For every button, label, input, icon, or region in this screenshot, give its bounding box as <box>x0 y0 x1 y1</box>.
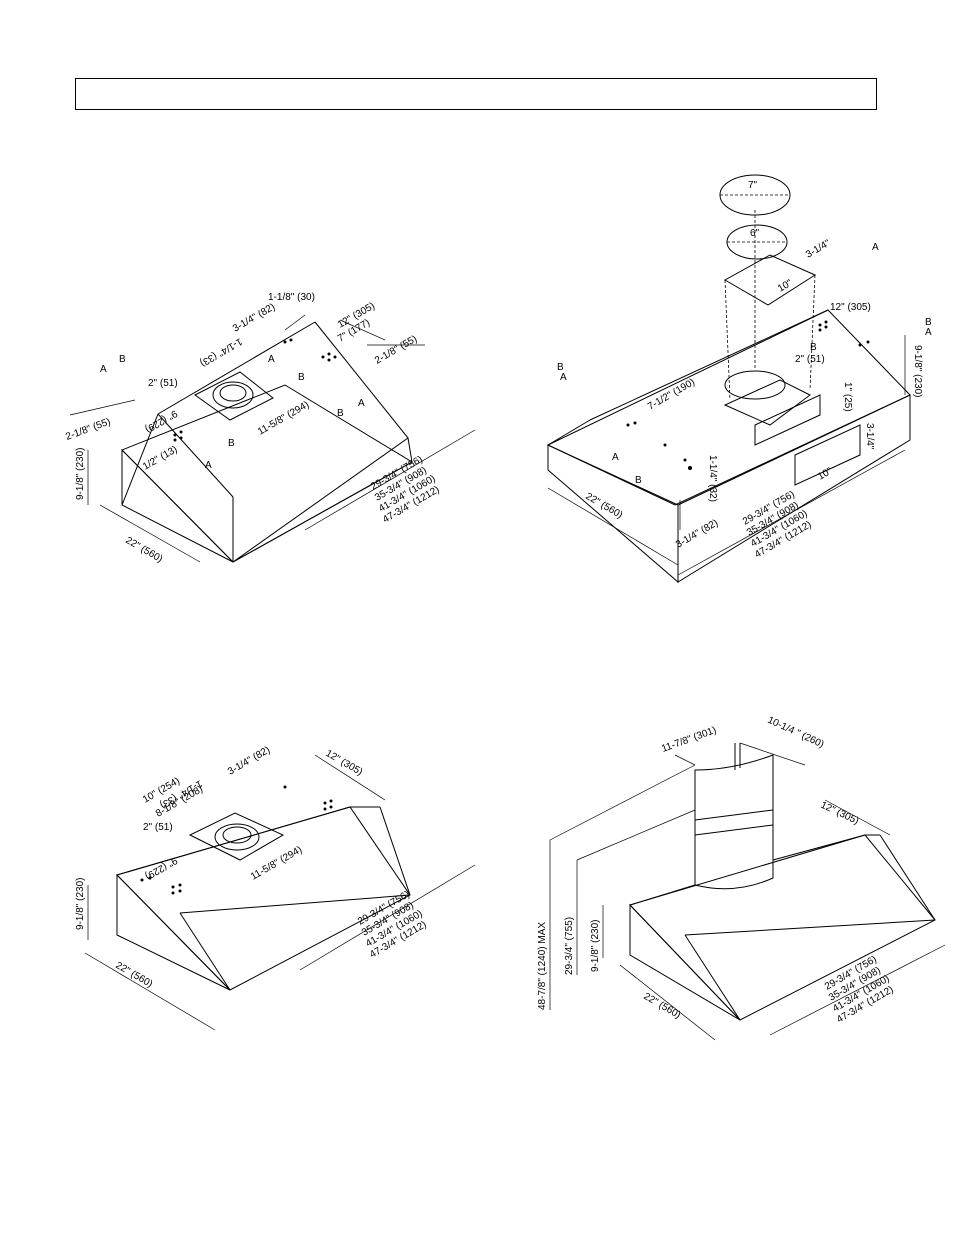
dim-label: 48-7/8" (1240) MAX <box>537 922 548 1010</box>
hood-body <box>116 806 411 991</box>
rect-duct-plate <box>723 254 817 306</box>
figure-bottom-left: 3-1/4" (82) 12" (305) 10" (254) 1-1/4" (… <box>75 745 476 1031</box>
mount-holes <box>173 338 337 442</box>
dim-label: 3-1/4" (82) <box>674 518 720 551</box>
callout-b: B <box>557 362 564 373</box>
dim-label: 29-3/4" (755) <box>564 917 575 975</box>
motor-plate <box>188 812 285 861</box>
dim-label: 1-1/8" (30) <box>268 292 315 303</box>
dim-label: 1" (25) <box>842 382 853 412</box>
header-box <box>75 78 877 110</box>
dim-label: 10-1/4 " (260) <box>766 715 826 751</box>
hood-body <box>121 321 413 563</box>
callout-a: A <box>560 372 567 383</box>
dim-label: 22" (560) <box>114 960 155 990</box>
callout-b: B <box>337 408 344 419</box>
dim-label: 9-1/8" (230) <box>590 920 601 972</box>
dim-label: 12" (305) <box>819 800 861 827</box>
callout-b: B <box>228 438 235 449</box>
mount-holes <box>140 785 333 895</box>
dim-label: 9-1/8" (230) <box>75 448 86 500</box>
motor-plate <box>194 371 274 421</box>
dim-label: 6" <box>750 228 760 239</box>
dim-label: 11-7/8" (301) <box>660 725 718 755</box>
hood-body <box>546 309 911 584</box>
dim-label: 9-1/8" (230) <box>75 878 86 930</box>
figure-top-left: 1-1/8" (30) 3-1/4" (82) 12" (305) 1-1/4"… <box>64 292 476 565</box>
dim-label: 3-1/4" (82) <box>231 302 277 335</box>
dim-label: 3-1/4" <box>864 423 875 450</box>
dim-label: 9" (229) <box>143 407 179 434</box>
dim-label: 3-1/4" <box>804 238 833 261</box>
dim-label: 2" (51) <box>143 822 173 833</box>
hood-body <box>629 834 936 1021</box>
dim-label: 7" <box>748 180 758 191</box>
dim-label: 2-1/8" (55) <box>64 416 112 442</box>
callout-b: B <box>810 342 817 353</box>
dimension-lines <box>547 335 906 576</box>
dim-label: 9" (229) <box>143 854 179 881</box>
chimney <box>694 743 774 890</box>
callout-a: A <box>925 327 932 338</box>
dim-label: 3-1/4" (82) <box>226 745 272 778</box>
callout-b: B <box>635 475 642 486</box>
callout-a: A <box>205 460 212 471</box>
dimension-lines <box>84 754 476 1031</box>
mount-holes <box>626 320 870 470</box>
dim-label: 1-1/4" (32) <box>707 455 718 502</box>
dim-label: 2" (51) <box>795 354 825 365</box>
callout-a: A <box>612 452 619 463</box>
dim-label: 10" <box>776 278 795 295</box>
dim-label: 12" (305) <box>830 302 871 313</box>
figure-top-right: 7" 6" 3-1/4" 10" 12" (305) 2" (51) 1" (2… <box>546 174 932 584</box>
callout-a: A <box>358 398 365 409</box>
dim-label: 1-1/4" (33) <box>198 335 244 368</box>
dim-label: 9-1/8" (230) <box>912 345 923 397</box>
dim-label: 11-5/8" (294) <box>256 399 311 437</box>
callout-a: A <box>872 242 879 253</box>
dim-label: 2" (51) <box>148 378 178 389</box>
callout-a: A <box>268 354 275 365</box>
callout-b: B <box>119 354 126 365</box>
figure-bottom-right: 11-7/8" (301) 10-1/4 " (260) 12" (305) 4… <box>537 715 946 1041</box>
dimension-lines <box>549 742 946 1041</box>
dim-label: 1/2" (13) <box>141 444 179 473</box>
dim-label: 2-1/8" (55) <box>373 334 419 367</box>
dim-label: 22" (560) <box>124 535 165 565</box>
callout-b: B <box>925 317 932 328</box>
callout-b: B <box>298 372 305 383</box>
dimension-lines <box>69 314 476 563</box>
callout-a: A <box>100 364 107 375</box>
dim-label: 22" (560) <box>642 991 683 1021</box>
